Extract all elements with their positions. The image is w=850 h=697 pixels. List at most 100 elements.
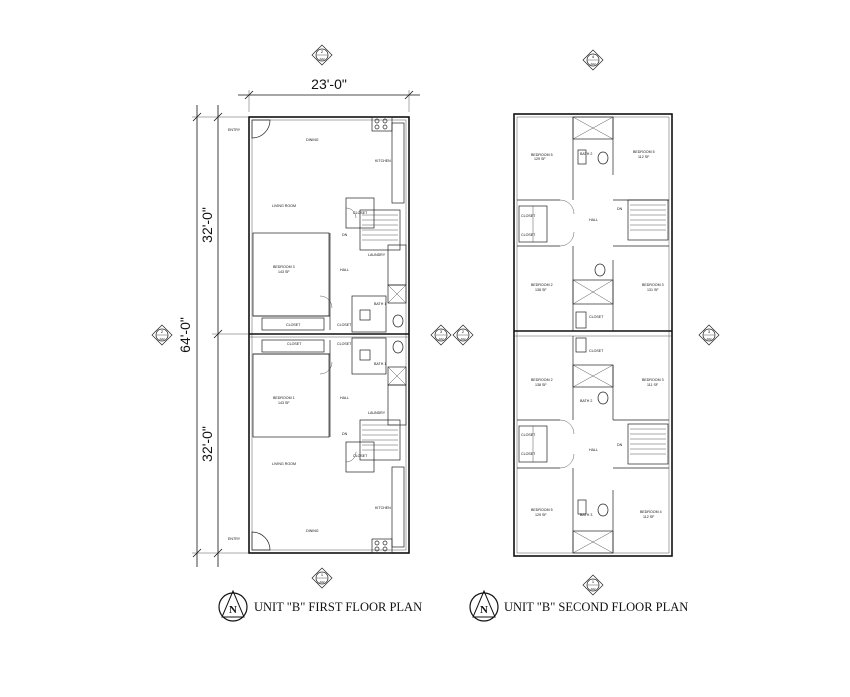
label-s-bedroom-2-top: BEDROOM 2 [531,283,553,287]
stair-second-bottom [627,423,669,465]
first-floor-outline [248,116,410,554]
label-closet-b: CLOSET [286,323,301,327]
label-s-bedroom-4-sf: 112 SF [643,515,655,519]
label-kitchen-bottom: KITCHEN [375,506,391,510]
bath-2-tub-bottom [572,364,614,388]
label-s-bedroom-3-bottom-sf: 111 SF [647,383,659,387]
label-s-bedroom-2-bottom-sf: 138 SF [535,383,547,387]
marker-bottom-second: 1 A02 [582,574,604,596]
label-laundry-bottom: LAUNDRY [368,411,386,415]
svg-text:2: 2 [462,329,465,334]
second-floor-outline [513,113,673,557]
label-dn-bottom: DN [342,432,348,436]
label-living-bottom: LIVING ROOM [272,462,296,466]
entry-door-swing-bottom [251,531,271,551]
label-bedroom-3-sf: 143 SF [278,270,290,274]
label-s-closet-2: CLOSET [521,233,536,237]
label-closet-a: CLOSET [353,211,368,215]
marker-right-second: 3 A02 [698,324,720,346]
svg-text:3: 3 [440,329,443,334]
svg-text:A02: A02 [319,57,325,61]
label-living-top: LIVING ROOM [272,204,296,208]
marker-top-second: 4 A02 [582,49,604,71]
label-s-bath-2-bottom: BATH 2 [580,399,592,403]
label-laundry-top: LAUNDRY [368,253,386,257]
svg-text:A02: A02 [590,587,596,591]
svg-text:2: 2 [161,329,164,334]
label-s-bedroom-5-top-sf: 129 SF [534,157,546,161]
closet-lower-left [261,339,325,353]
label-s-hall-top: HALL [589,218,598,222]
svg-text:4: 4 [592,54,595,59]
kitchen-counter-top [391,122,405,204]
label-entry-top: ENTRY [228,128,241,132]
svg-text:A02: A02 [438,337,444,341]
marker-bottom-first: 1 A02 [311,567,333,589]
range-top [371,116,393,132]
label-closet-c: CLOSET [337,323,352,327]
label-s-dn-top: DN [617,207,623,211]
label-s-bedroom-3-top-sf: 131 SF [647,288,659,292]
label-closet-f: CLOSET [353,454,368,458]
svg-text:A02: A02 [319,580,325,584]
label-s-bedroom-5-bottom: BEDROOM 5 [531,508,553,512]
label-s-bedroom-5b-top-sf: 112 SF [638,155,650,159]
dim-width-text: 23'-0" [311,76,347,92]
north-arrow-icon: N [469,589,499,622]
svg-text:A02: A02 [706,337,712,341]
svg-text:A02: A02 [159,337,165,341]
label-hall-top: HALL [340,268,349,272]
dimension-width: 23'-0" [238,76,420,112]
label-s-bedroom-2-bottom: BEDROOM 2 [531,378,553,382]
label-bedroom-3: BEDROOM 3 [273,265,295,269]
svg-text:1: 1 [321,572,324,577]
second-floor-plan: BEDROOM 5 129 SF BATH 2 BEDROOM 5 112 SF… [513,113,673,557]
marker-middle-pair: 3 A02 2 A02 [430,324,474,346]
label-s-bath-2-top: BATH 2 [580,152,592,156]
svg-text:1: 1 [592,579,595,584]
marker-top-first: 2 A02 [311,44,333,66]
entry-door-swing-top [251,119,271,139]
svg-text:A02: A02 [590,62,596,66]
label-s-bedroom-5-bottom-sf: 129 SF [535,513,547,517]
label-bedroom-1-sf: 143 SF [278,401,290,405]
bath-1-lower [351,337,387,375]
dim-upper-text: 32'-0" [199,207,215,243]
label-s-closet-5: CLOSET [521,433,536,437]
label-entry-bottom: ENTRY [228,537,241,541]
label-s-bedroom-2-top-sf: 138 SF [535,288,547,292]
label-s-bedroom-4: BEDROOM 4 [640,510,662,514]
label-s-bedroom-3-top: BEDROOM 3 [642,283,664,287]
stair-lower [359,419,401,461]
label-kitchen-top: KITCHEN [375,159,391,163]
title-first-floor-text: UNIT "B" FIRST FLOOR PLAN [254,600,422,614]
stair-second-top [627,199,669,241]
first-floor-plan: ENTRY DINING KITCHEN LIVING ROOM CLOSET … [177,76,420,567]
bath-1-upper [351,295,387,333]
svg-text:2: 2 [321,49,324,54]
label-closet-d: CLOSET [287,342,302,346]
svg-text:N: N [480,604,488,616]
label-s-bedroom-3-bottom: BEDROOM 3 [642,378,664,382]
marker-left-first: 2 A02 [151,324,173,346]
label-hall-bottom: HALL [340,396,349,400]
label-bath-1-bottom: BATH 1 [374,362,386,366]
label-s-closet-4: CLOSET [589,349,604,353]
label-s-dn-bottom: DN [617,443,623,447]
kitchen-counter-bottom [391,466,405,548]
bath-2-tub-top [572,116,614,140]
range-bottom [371,538,393,554]
north-arrow-icon: N [218,589,248,622]
label-dining-top: DINING [306,138,319,142]
title-second-floor-text: UNIT "B" SECOND FLOOR PLAN [504,600,688,614]
label-s-bath-3: BATH 3 [580,513,592,517]
dim-lower-text: 32'-0" [199,426,215,462]
dim-total-text: 64'-0" [177,317,193,353]
label-s-closet-6: CLOSET [521,452,536,456]
svg-text:A02: A02 [460,337,466,341]
label-s-bedroom-5b-top: BEDROOM 5 [633,150,655,154]
label-dining-bottom: DINING [306,529,319,533]
label-closet-e: CLOSET [337,342,352,346]
bedroom-3-room [252,232,330,317]
